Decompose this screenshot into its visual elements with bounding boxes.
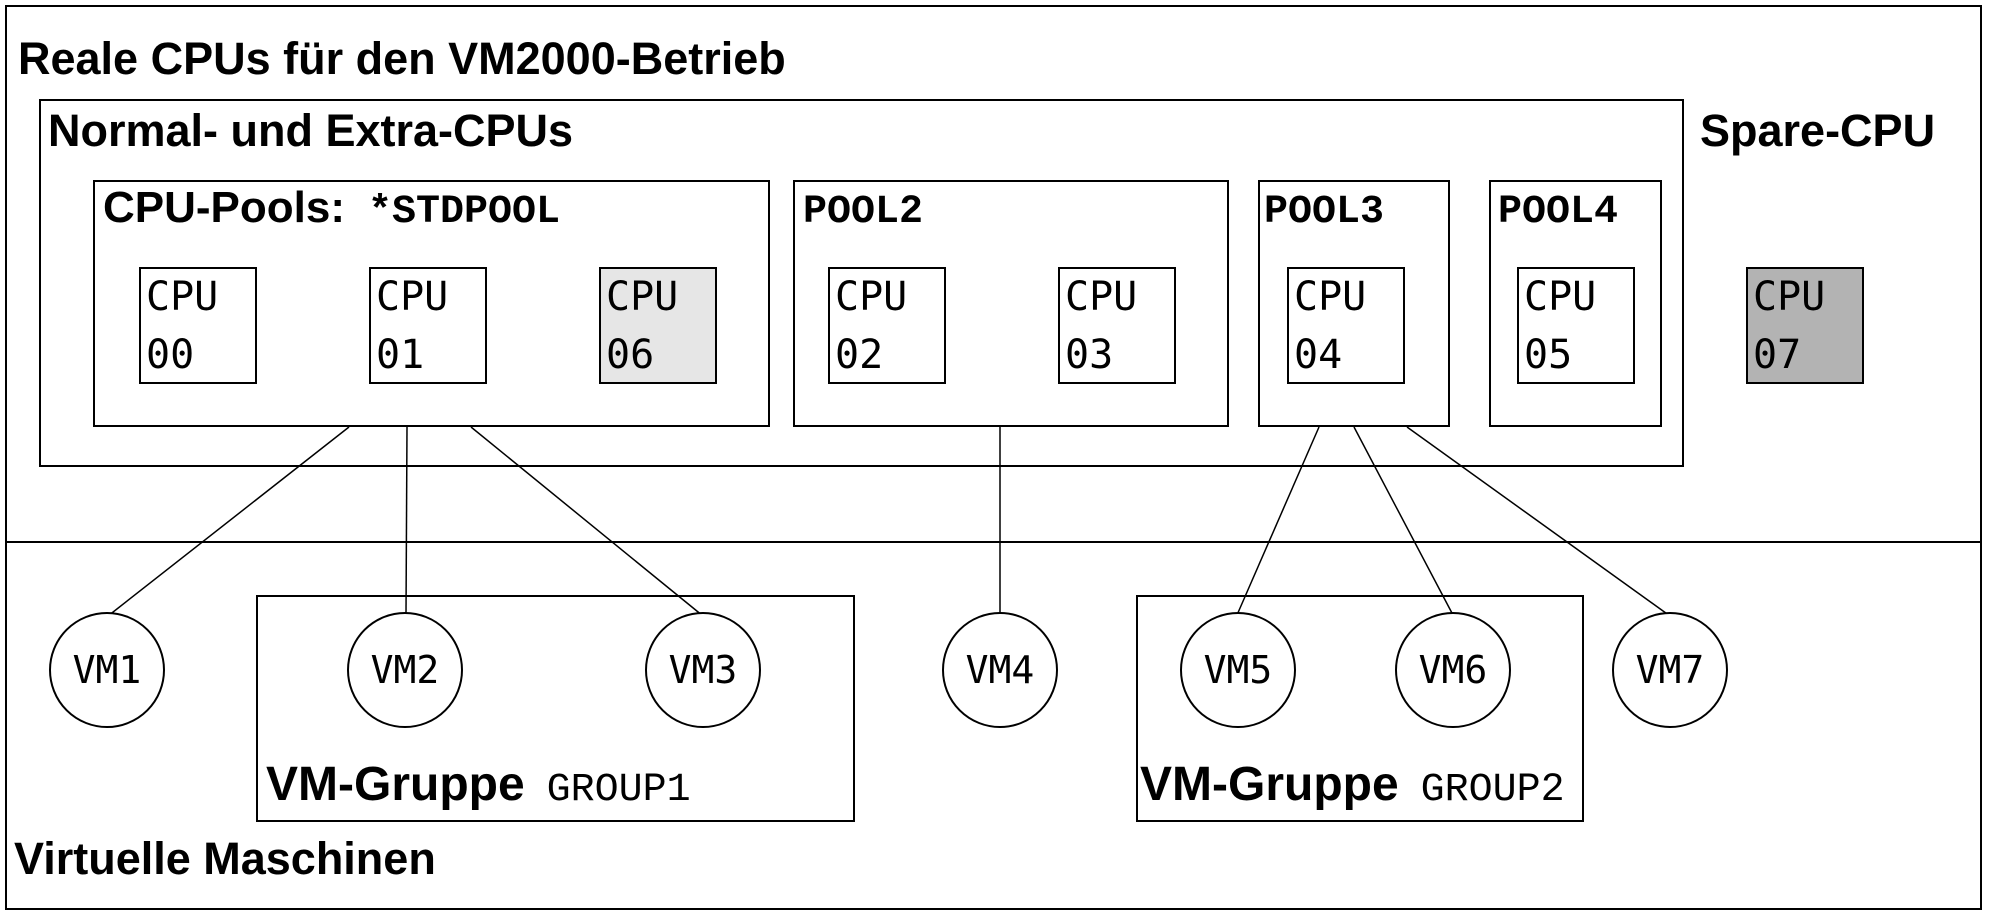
vm-node: VM3 — [645, 612, 761, 728]
cpu-box: CPU 06 — [599, 267, 717, 384]
vm-group-label-group2: VM-Gruppe GROUP2 — [1140, 758, 1565, 813]
cpu-box: CPU 07 — [1746, 267, 1864, 384]
vm-group-name: GROUP2 — [1421, 768, 1565, 813]
virtual-machines-title: Virtuelle Maschinen — [14, 833, 436, 884]
cpu-box: CPU 05 — [1517, 267, 1635, 384]
pool-box-stdpool — [93, 180, 770, 427]
vm-group-box-group1 — [256, 595, 855, 822]
cpu-box: CPU 02 — [828, 267, 946, 384]
connector-pool3-vm5 — [1236, 426, 1320, 616]
vm-node: VM7 — [1612, 612, 1728, 728]
cpu-number: 06 — [606, 332, 654, 378]
cpu-label: CPU — [606, 274, 678, 320]
cpu-box-rect — [828, 267, 946, 384]
cpu-box-rect — [1287, 267, 1405, 384]
vm-group-label-group1: VM-Gruppe GROUP1 — [266, 758, 691, 813]
vm-label: VM3 — [669, 648, 738, 692]
vm-group-box-group2 — [1136, 595, 1584, 822]
cpu-box-rect — [1746, 267, 1864, 384]
vm-circle — [1612, 612, 1728, 728]
pool-box-pool4 — [1489, 180, 1662, 427]
connector-stdpool-vm3 — [470, 426, 704, 617]
vm-label: VM7 — [1636, 648, 1705, 692]
vm-node: VM4 — [942, 612, 1058, 728]
cpu-box: CPU 00 — [139, 267, 257, 384]
spare-cpu-title: Spare-CPU — [1700, 105, 1935, 156]
cpu-number: 03 — [1065, 332, 1113, 378]
cpu-number: 07 — [1753, 332, 1801, 378]
cpu-label: CPU — [376, 274, 448, 320]
connector-pool3-vm7 — [1406, 426, 1671, 617]
cpu-box-rect — [599, 267, 717, 384]
vm-circle — [1395, 612, 1511, 728]
cpu-box: CPU 04 — [1287, 267, 1405, 384]
vm-node: VM5 — [1180, 612, 1296, 728]
pool-box-pool2 — [793, 180, 1229, 427]
cpu-number: 00 — [146, 332, 194, 378]
pool3-label: POOL3 — [1264, 190, 1384, 235]
cpu-box-rect — [369, 267, 487, 384]
cpu-label: CPU — [1753, 274, 1825, 320]
vm-label: VM1 — [73, 648, 142, 692]
connector-stdpool-vm1 — [107, 426, 350, 617]
pool-box-pool3 — [1258, 180, 1450, 427]
cpu-number: 02 — [835, 332, 883, 378]
cpu-box: CPU 01 — [369, 267, 487, 384]
vm-circle — [347, 612, 463, 728]
cpu-number: 05 — [1524, 332, 1572, 378]
cpu-pools-prefix: CPU-Pools: — [103, 183, 345, 232]
pool2-label: POOL2 — [803, 190, 923, 235]
pool4-label: POOL4 — [1498, 190, 1618, 235]
connector-stdpool-vm2 — [405, 426, 408, 615]
cpu-box-rect — [1058, 267, 1176, 384]
vm-group-prefix: VM-Gruppe — [266, 758, 525, 811]
vm-node: VM6 — [1395, 612, 1511, 728]
vm-node: VM2 — [347, 612, 463, 728]
stdpool-name: *STDPOOL — [368, 190, 560, 235]
outer-frame — [5, 5, 1982, 910]
cpu-label: CPU — [1065, 274, 1137, 320]
cpu-label: CPU — [1524, 274, 1596, 320]
stdpool-label: CPU-Pools: *STDPOOL — [103, 183, 560, 235]
cpu-box: CPU 03 — [1058, 267, 1176, 384]
cpu-label: CPU — [1294, 274, 1366, 320]
vm-label: VM2 — [371, 648, 440, 692]
vm-circle — [1180, 612, 1296, 728]
vm-label: VM6 — [1419, 648, 1488, 692]
cpu-label: CPU — [835, 274, 907, 320]
vm-node: VM1 — [49, 612, 165, 728]
real-cpus-title: Reale CPUs für den VM2000-Betrieb — [18, 33, 786, 84]
vm-circle — [645, 612, 761, 728]
cpu-box-rect — [139, 267, 257, 384]
cpu-label: CPU — [146, 274, 218, 320]
vm-label: VM5 — [1204, 648, 1273, 692]
connector-pool3-vm6 — [1353, 426, 1454, 616]
normal-extra-cpu-box — [39, 99, 1684, 467]
connectors — [107, 426, 1671, 617]
vm-group-prefix: VM-Gruppe — [1140, 758, 1399, 811]
vm-group-name: GROUP1 — [547, 768, 691, 813]
vm-circle — [942, 612, 1058, 728]
cpu-box-rect — [1517, 267, 1635, 384]
normal-extra-cpu-title: Normal- und Extra-CPUs — [48, 105, 573, 156]
vm-circle — [49, 612, 165, 728]
cpu-number: 01 — [376, 332, 424, 378]
cpu-number: 04 — [1294, 332, 1342, 378]
vm-label: VM4 — [966, 648, 1035, 692]
